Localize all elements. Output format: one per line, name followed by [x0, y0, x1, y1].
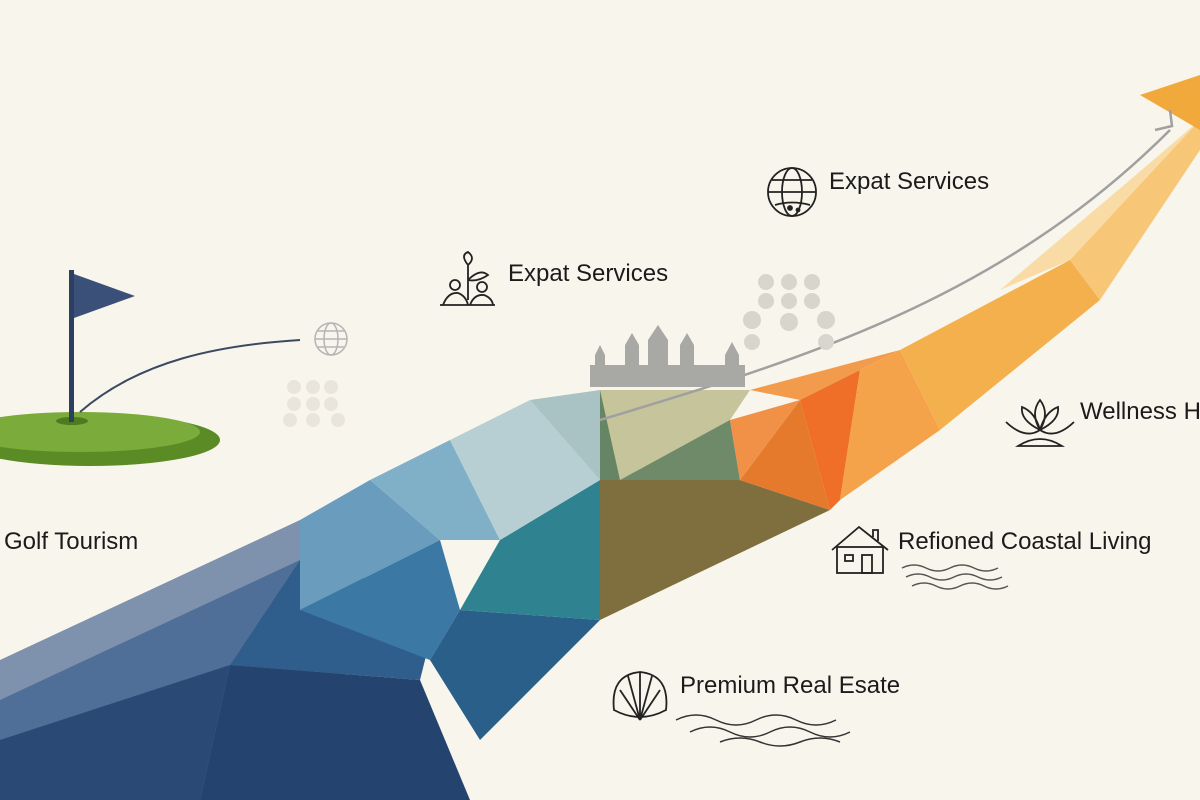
- faded-dots: [283, 380, 345, 427]
- shell-icon: [612, 671, 668, 721]
- sprout-people-icon: [440, 250, 495, 306]
- globe-icon: [767, 167, 817, 217]
- waves-icon: [901, 564, 1009, 590]
- golf-flag-icon: [0, 270, 301, 466]
- faded-dots: [743, 274, 835, 350]
- label-golf-tourism: Golf Tourism: [4, 528, 139, 555]
- label-premium-real-estate: Premium Real Esate: [680, 672, 901, 699]
- waves-icon: [675, 714, 851, 747]
- growth-arrow-icon: [599, 129, 1171, 422]
- growth-arrow-head: [1140, 75, 1200, 130]
- label-expat-services: Expat Services: [829, 168, 990, 195]
- growth-ribbon: [0, 75, 1200, 800]
- label-coastal-living: Refioned Coastal Living: [898, 528, 1152, 555]
- house-icon: [831, 525, 889, 574]
- castle-skyline-icon: [590, 325, 745, 387]
- label-expat-services: Expat Services: [508, 260, 669, 287]
- lotus-icon: [1005, 398, 1075, 447]
- label-wellness: Wellness Ho: [1080, 398, 1200, 425]
- globe-icon: [314, 322, 348, 356]
